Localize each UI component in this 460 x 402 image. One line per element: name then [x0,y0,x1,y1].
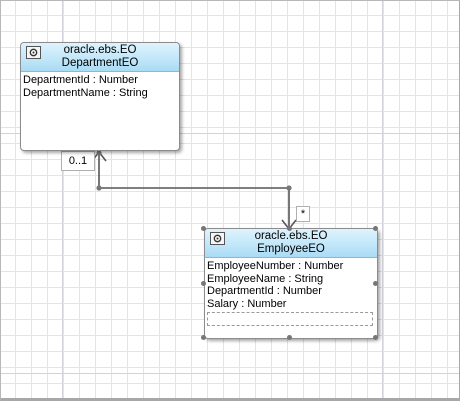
employee-entity[interactable]: oracle.ebs.EO EmployeeEO EmployeeNumber … [204,228,378,339]
entity-package: oracle.ebs.EO [63,44,137,56]
grid-major-line [62,1,63,398]
connector-handle [286,185,292,191]
attribute-row[interactable]: DepartmentId : Number [23,74,138,86]
target-multiplicity-label: * [296,206,310,222]
selection-handle[interactable] [201,281,206,286]
selection-handle[interactable] [373,226,378,231]
attribute-list: EmployeeNumber : Number EmployeeName : S… [205,258,377,310]
attribute-row[interactable]: DepartmentId : Number [207,285,322,298]
attribute-row[interactable]: EmployeeName : String [207,272,324,285]
selection-handle[interactable] [373,281,378,286]
source-multiplicity-label: 0..1 [61,151,95,171]
grid-major-line [1,133,459,134]
selection-handle[interactable] [287,335,292,340]
connector-handle [96,185,102,191]
selection-handle[interactable] [201,335,206,340]
attribute-row[interactable]: DepartmentName : String [23,86,148,99]
entity-name: DepartmentEO [61,57,139,69]
employee-entity-header: oracle.ebs.EO EmployeeEO [205,229,377,258]
entity-name: EmployeeEO [257,243,325,255]
department-entity-header: oracle.ebs.EO DepartmentEO [21,43,179,72]
entity-object-icon [26,46,41,59]
entity-object-icon [210,232,225,245]
attribute-list: DepartmentId : Number DepartmentName : S… [21,72,179,99]
connector-handle [96,150,102,156]
association-line [98,151,290,229]
attribute-row[interactable]: EmployeeNumber : Number [207,260,344,272]
selection-handle[interactable] [287,226,292,231]
grid-major-line [1,373,459,374]
grid-major-line [382,1,383,398]
entity-package: oracle.ebs.EO [254,230,328,242]
department-entity[interactable]: oracle.ebs.EO DepartmentEO DepartmentId … [20,42,180,151]
selection-handle[interactable] [201,226,206,231]
selection-handle[interactable] [373,335,378,340]
attribute-row[interactable]: Salary : Number [207,297,287,310]
new-attribute-placeholder[interactable] [207,312,373,326]
